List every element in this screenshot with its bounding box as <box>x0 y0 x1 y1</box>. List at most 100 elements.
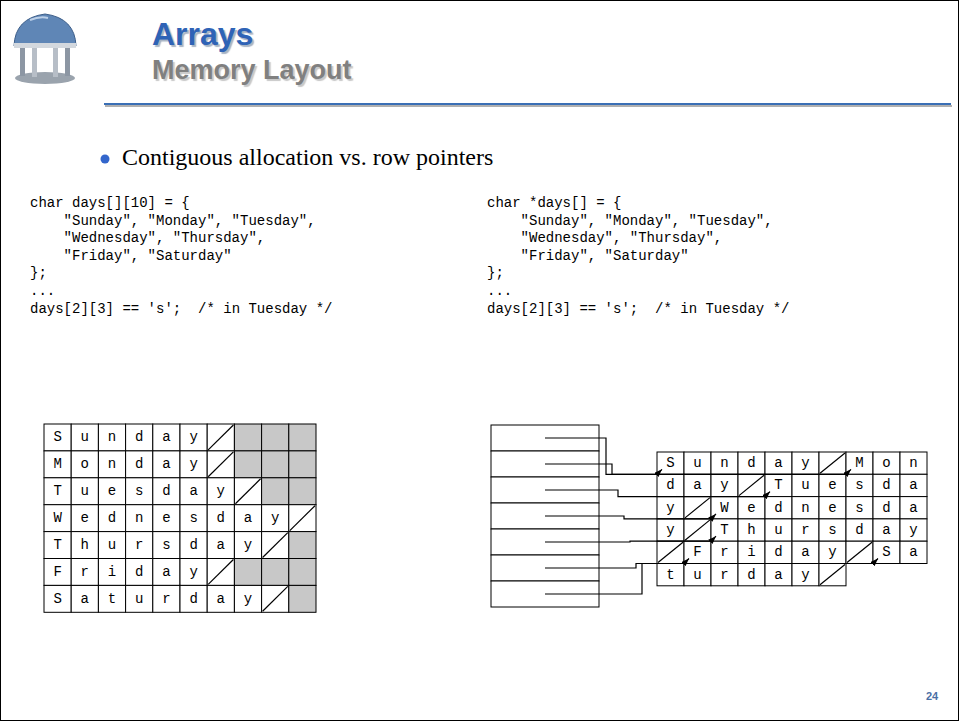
memory-cell <box>792 541 819 563</box>
null-terminator <box>263 586 288 611</box>
memory-cell <box>180 424 207 451</box>
memory-cell <box>126 505 153 532</box>
char-cell: t <box>657 564 684 586</box>
memory-grids <box>44 424 927 612</box>
unused-cell <box>262 451 289 478</box>
memory-cell <box>207 505 234 532</box>
title-rule <box>104 103 951 105</box>
char-cell: r <box>153 585 180 612</box>
char-cell: F <box>684 541 711 563</box>
char-cell: d <box>126 451 153 478</box>
page-number: 24 <box>926 690 938 702</box>
char-cell: d <box>846 519 873 541</box>
char-cell: s <box>846 474 873 496</box>
unused-cell <box>234 559 261 586</box>
char-cell: a <box>153 424 180 451</box>
char-cell: a <box>900 541 927 563</box>
char-cell: T <box>44 478 71 505</box>
char-cell: y <box>234 532 261 559</box>
subtitle: Memory Layout <box>152 55 352 86</box>
char-cell: T <box>711 519 738 541</box>
memory-cell <box>44 478 71 505</box>
code-line: "Sunday", "Monday", "Tuesday", <box>64 213 316 229</box>
memory-cell <box>44 451 71 478</box>
unused-cell <box>234 424 261 451</box>
char-cell: a <box>234 505 261 532</box>
char-cell: a <box>207 585 234 612</box>
icon-highlight <box>30 17 48 20</box>
unused-cell <box>289 478 316 505</box>
char-cell: y <box>234 585 261 612</box>
memory-cell <box>684 474 711 496</box>
contiguous-array <box>44 424 316 612</box>
memory-cell <box>262 532 289 559</box>
code-line: ... <box>30 283 55 299</box>
char-cell: u <box>98 532 125 559</box>
char-cell: e <box>819 474 846 496</box>
memory-cell <box>819 519 846 541</box>
code-line: days[2][3] == 's'; /* in Tuesday */ <box>30 301 332 317</box>
memory-cell <box>846 519 873 541</box>
unused-cell <box>289 585 316 612</box>
title-rule-shadow <box>105 105 952 107</box>
char-cell: r <box>711 564 738 586</box>
memory-cell <box>153 559 180 586</box>
char-cell: y <box>207 478 234 505</box>
memory-cell <box>98 505 125 532</box>
char-cell: n <box>98 424 125 451</box>
null-terminator <box>820 565 845 585</box>
memory-cell <box>71 505 98 532</box>
char-cell: S <box>44 424 71 451</box>
code-line: "Friday", "Saturday" <box>64 248 232 264</box>
memory-cell <box>657 474 684 496</box>
null-terminator <box>290 506 315 531</box>
char-cell: y <box>180 451 207 478</box>
char-cell: a <box>71 585 98 612</box>
char-cell: d <box>207 505 234 532</box>
memory-cell <box>765 541 792 563</box>
icon-dome <box>14 14 76 46</box>
memory-cell <box>289 505 316 532</box>
unused-cell <box>289 559 316 586</box>
null-terminator <box>208 425 233 450</box>
char-cell: y <box>900 519 927 541</box>
memory-cell <box>792 519 819 541</box>
char-cell: S <box>44 585 71 612</box>
memory-cell <box>738 497 765 519</box>
char-cell: a <box>792 541 819 563</box>
char-cell: d <box>738 564 765 586</box>
char-cell: d <box>873 497 900 519</box>
code-line: "Wednesday", "Thursday", <box>64 230 266 246</box>
memory-cell <box>711 541 738 563</box>
char-cell: M <box>44 451 71 478</box>
memory-cell <box>711 564 738 586</box>
memory-cell <box>900 452 927 474</box>
char-cell: F <box>44 559 71 586</box>
memory-cell <box>765 519 792 541</box>
char-cell: S <box>873 541 900 563</box>
char-cell: e <box>71 505 98 532</box>
bullet-text: Contiguous allocation vs. row pointers <box>122 144 493 171</box>
char-cell: t <box>98 585 125 612</box>
char-cell: d <box>873 474 900 496</box>
memory-cell <box>207 532 234 559</box>
memory-cell <box>711 452 738 474</box>
memory-cell <box>153 424 180 451</box>
char-cell: y <box>657 497 684 519</box>
null-terminator <box>685 498 710 518</box>
char-cell: d <box>180 585 207 612</box>
char-cell: d <box>126 424 153 451</box>
memory-cell <box>207 478 234 505</box>
memory-cell <box>180 478 207 505</box>
char-cell: a <box>684 474 711 496</box>
pointer-arrow <box>545 438 662 474</box>
char-cell: r <box>126 532 153 559</box>
memory-cell <box>900 497 927 519</box>
char-cell: u <box>684 452 711 474</box>
memory-cell <box>153 585 180 612</box>
memory-cell <box>153 451 180 478</box>
char-cell: i <box>738 541 765 563</box>
unused-cell <box>289 424 316 451</box>
